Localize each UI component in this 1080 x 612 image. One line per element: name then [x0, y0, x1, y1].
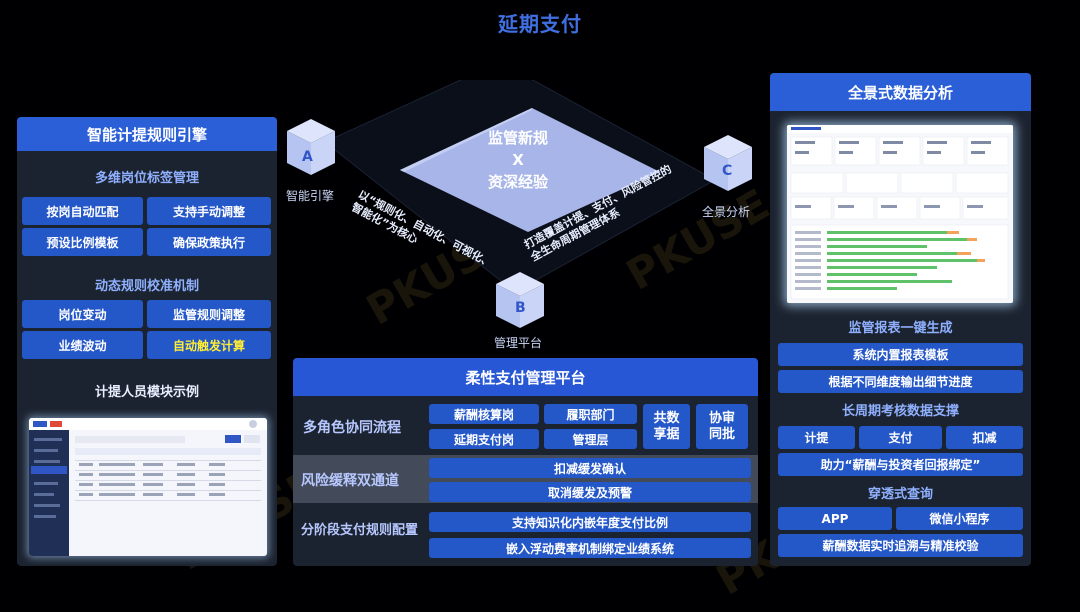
deduction-button[interactable]: 扣减 [946, 426, 1023, 449]
management-role-button[interactable]: 管理层 [544, 429, 637, 449]
diamond-title: 监管新规 X 资深经验 [487, 129, 548, 191]
dimension-progress-button[interactable]: 根据不同维度输出细节进度 [778, 370, 1023, 393]
deduct-defer-confirm-button[interactable]: 扣减缓发确认 [429, 458, 751, 478]
panel-header: 柔性支付管理平台 [293, 358, 758, 396]
flexible-payment-panel: 柔性支付管理平台 多角色协同流程 薪酬核算岗 履职部门 延期支付岗 管理层 共数… [293, 358, 758, 566]
cube-a-letter: A [302, 149, 313, 165]
cube-c-icon [704, 135, 752, 191]
cube-b-icon [496, 272, 544, 328]
smart-rule-engine-panel: 智能计提规则引擎 多维岗位标签管理 按岗自动匹配 支持手动调整 预设比例模板 确… [17, 117, 277, 566]
cube-b-label: 管理平台 [494, 336, 543, 350]
cube-c-label: 全景分析 [702, 205, 751, 219]
strategy-diagram [324, 80, 717, 293]
accrual-button[interactable]: 计提 [778, 426, 855, 449]
row-label: 多角色协同流程 [303, 420, 401, 436]
salary-accounting-role-button[interactable]: 薪酬核算岗 [429, 404, 539, 424]
report-template-button[interactable]: 系统内置报表模板 [778, 343, 1023, 366]
page-title: 延期支付 [498, 12, 582, 36]
section-title: 监管报表一键生成 [848, 321, 953, 336]
performance-fluctuation-button[interactable]: 业绩波动 [22, 331, 143, 359]
section-title: 多维岗位标签管理 [94, 171, 199, 186]
core-diamond [400, 108, 660, 232]
data-sharing-button[interactable]: 共数享据 [643, 404, 690, 449]
investor-return-binding-button[interactable]: 助力“薪酬与投资者回报绑定” [778, 453, 1023, 476]
dashboard-screenshot [787, 125, 1013, 303]
regulation-adjust-button[interactable]: 监管规则调整 [147, 300, 271, 328]
section-title: 动态规则校准机制 [94, 279, 199, 294]
cube-c-letter: C [722, 163, 733, 179]
section-title: 计提人员模块示例 [94, 385, 199, 400]
section-title: 穿透式查询 [867, 487, 933, 502]
payment-button[interactable]: 支付 [859, 426, 942, 449]
collaborative-approval-button[interactable]: 协审同批 [696, 404, 748, 449]
section-title: 长周期考核数据支撑 [841, 404, 959, 419]
manual-adjust-button[interactable]: 支持手动调整 [147, 197, 271, 225]
position-change-button[interactable]: 岗位变动 [22, 300, 143, 328]
auto-match-button[interactable]: 按岗自动匹配 [22, 197, 143, 225]
cube-a-label: 智能引擎 [286, 189, 335, 203]
wechat-miniprogram-button[interactable]: 微信小程序 [896, 507, 1023, 530]
panoramic-analysis-panel: 全景式数据分析 [770, 73, 1031, 566]
performance-dept-role-button[interactable]: 履职部门 [544, 404, 637, 424]
cube-b-letter: B [515, 300, 526, 316]
panel-header: 智能计提规则引擎 [17, 117, 277, 151]
auto-trigger-button[interactable]: 自动触发计算 [147, 331, 271, 359]
panel-header: 全景式数据分析 [770, 73, 1031, 111]
realtime-trace-button[interactable]: 薪酬数据实时追溯与精准校验 [778, 534, 1023, 557]
cancel-defer-warning-button[interactable]: 取消缓发及预警 [429, 482, 751, 502]
floating-rate-rule-button[interactable]: 嵌入浮动费率机制绑定业绩系统 [429, 538, 751, 558]
policy-execution-button[interactable]: 确保政策执行 [147, 228, 271, 256]
row-label: 分阶段支付规则配置 [301, 523, 419, 538]
annual-ratio-rule-button[interactable]: 支持知识化内嵌年度支付比例 [429, 512, 751, 532]
cube-a-icon [287, 119, 335, 175]
row-label: 风险缓释双通道 [301, 473, 399, 489]
deferred-payment-role-button[interactable]: 延期支付岗 [429, 429, 539, 449]
ratio-template-button[interactable]: 预设比例模板 [22, 228, 143, 256]
app-button[interactable]: APP [778, 507, 892, 530]
example-screenshot [29, 418, 267, 556]
